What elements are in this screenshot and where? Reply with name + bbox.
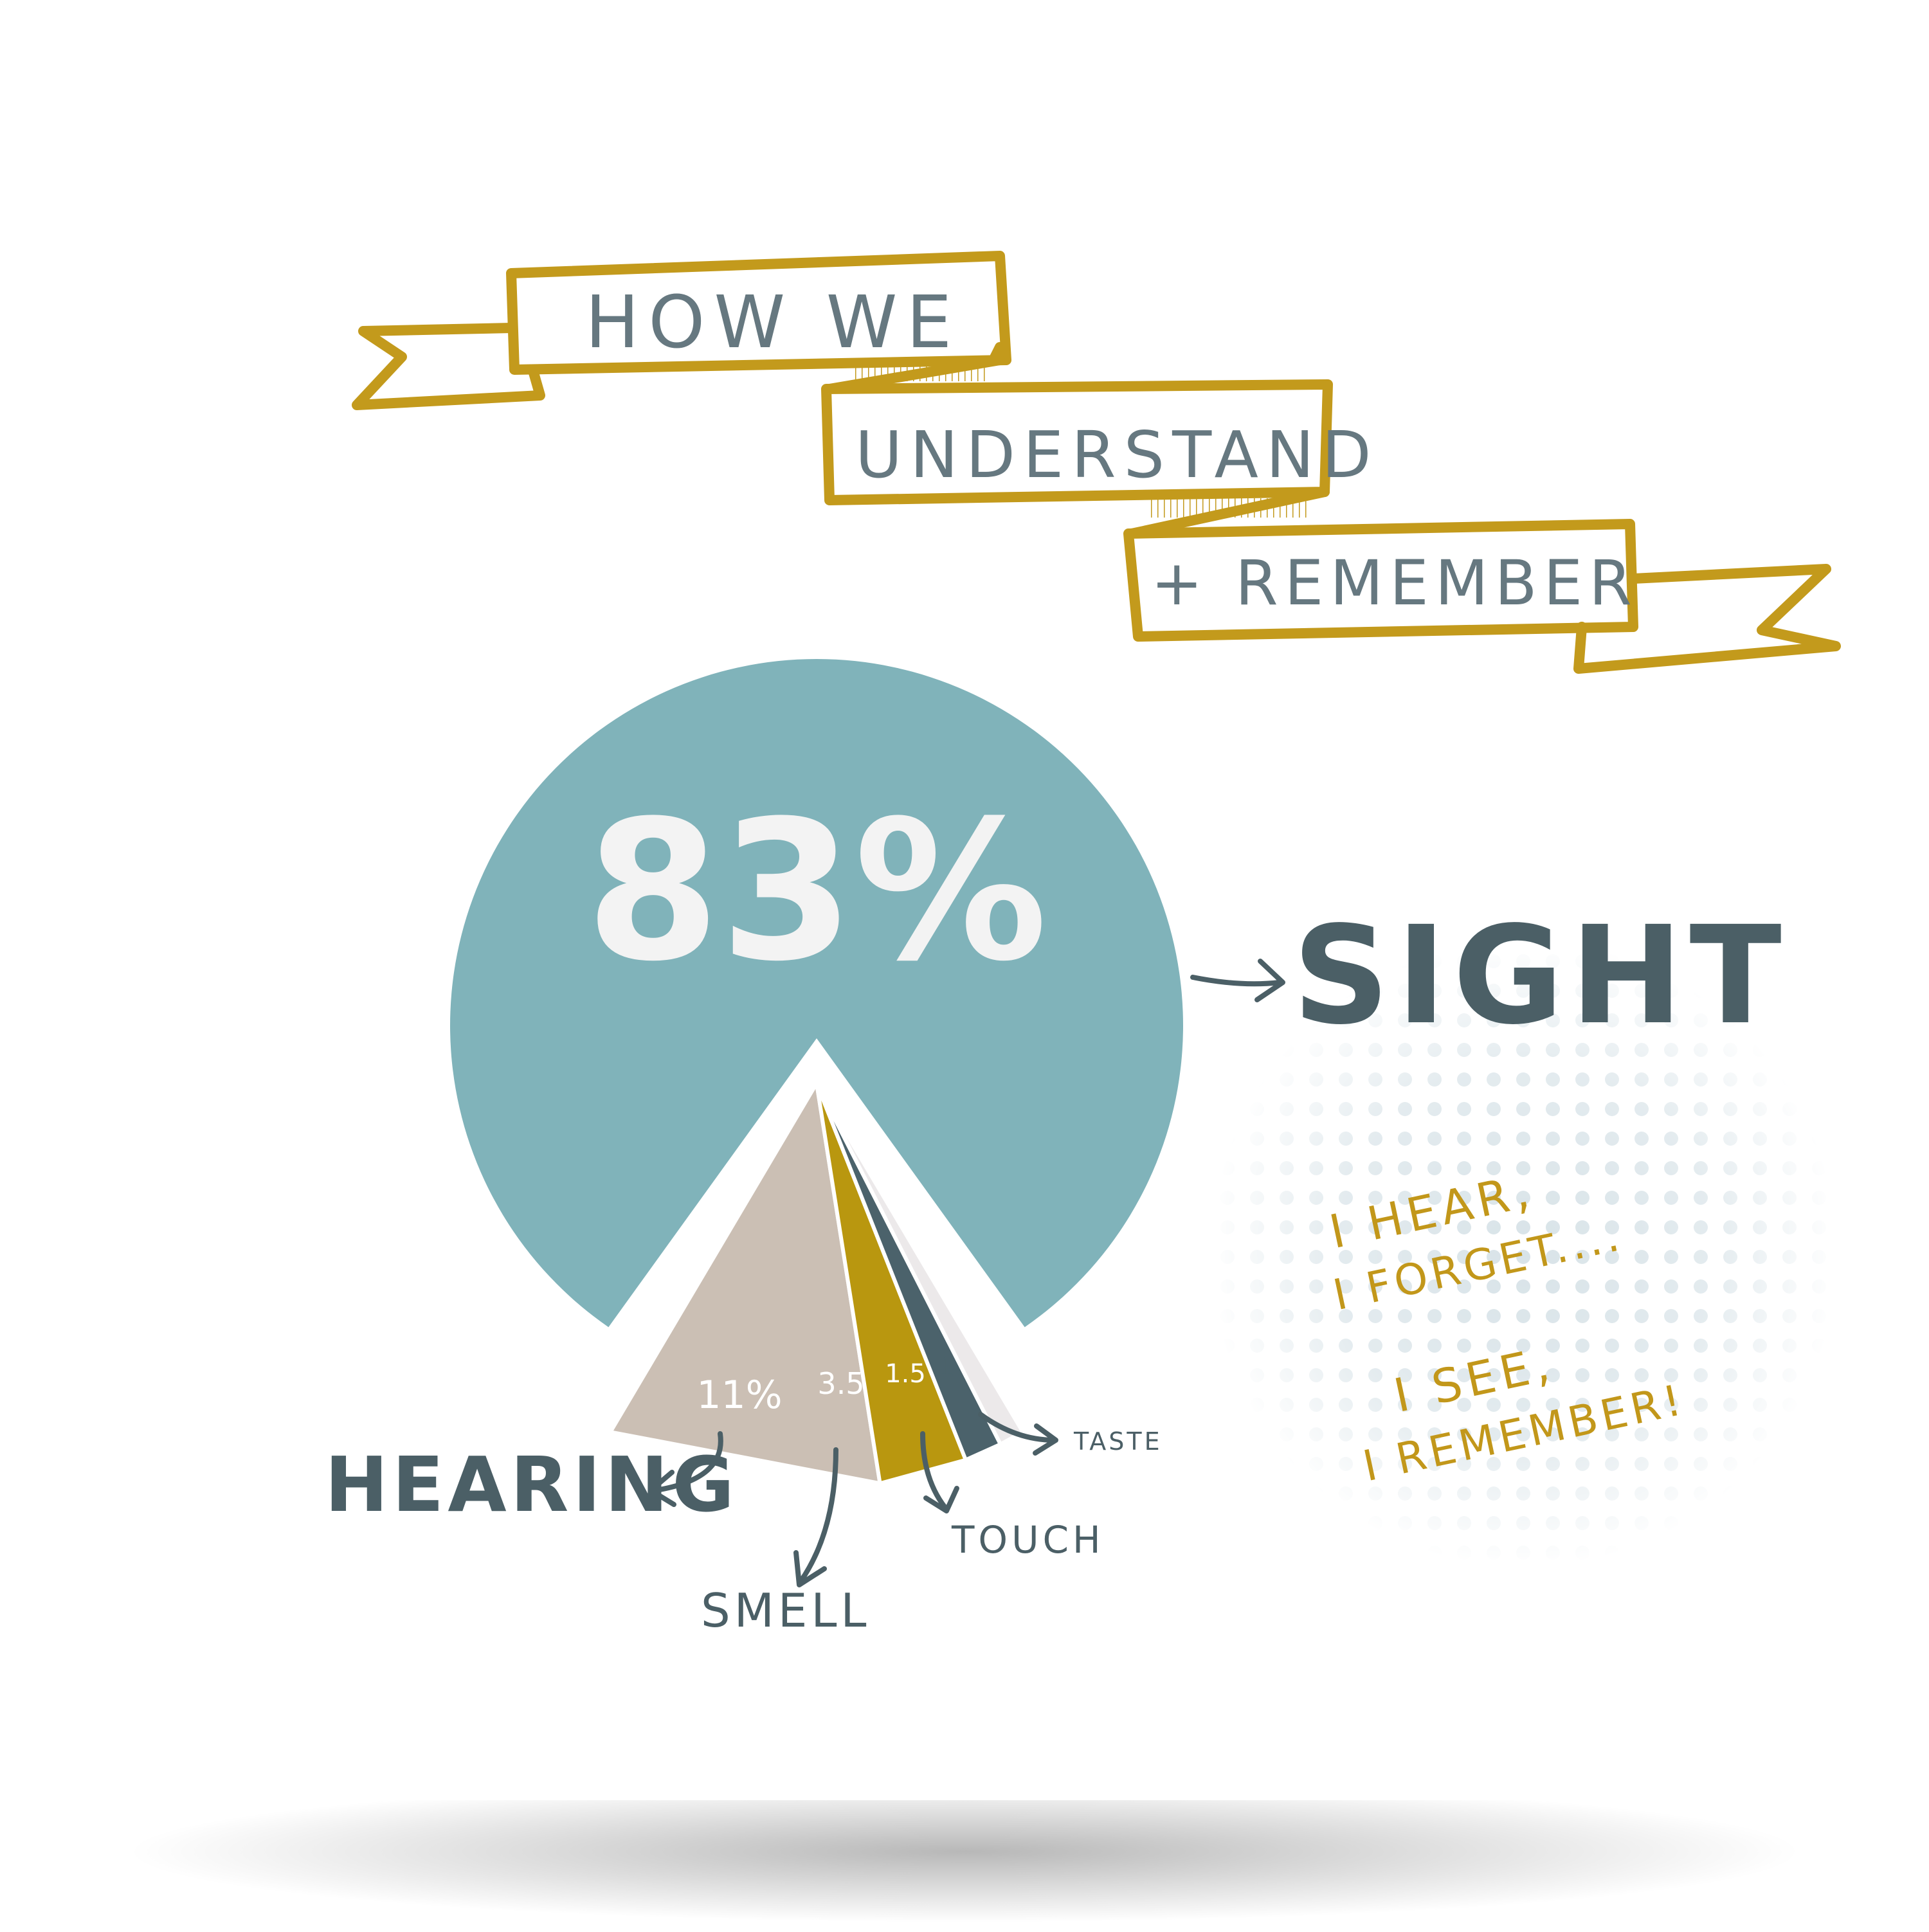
banner-line-2: UNDERSTAND [855,417,1379,492]
taste-value-label: 1 [938,1353,954,1382]
smell-value-label: 3.5 [817,1366,864,1401]
slice-sight [450,659,1183,1328]
banner-line-1: HOW WE [585,281,961,365]
sight-label: SIGHT [1292,897,1788,1054]
taste-label: TASTE [1073,1427,1163,1456]
slice-taste [815,1082,1026,1447]
callout-arrows [648,959,1285,1587]
sight-value-label: 83% [586,779,1047,1004]
title-banner [352,251,1841,674]
touch-label: TOUCH [951,1518,1105,1562]
hearing-label: HEARING [325,1440,738,1529]
pie-chart [450,659,1183,1486]
halftone-dots [1209,939,1839,1569]
touch-value-label: 1.5 [885,1359,926,1389]
smell-label: SMELL [701,1584,871,1638]
banner-line-3: + REMEMBER [1151,547,1638,619]
card-shadow [129,1781,1800,1922]
hearing-value-label: 11% [696,1373,782,1418]
